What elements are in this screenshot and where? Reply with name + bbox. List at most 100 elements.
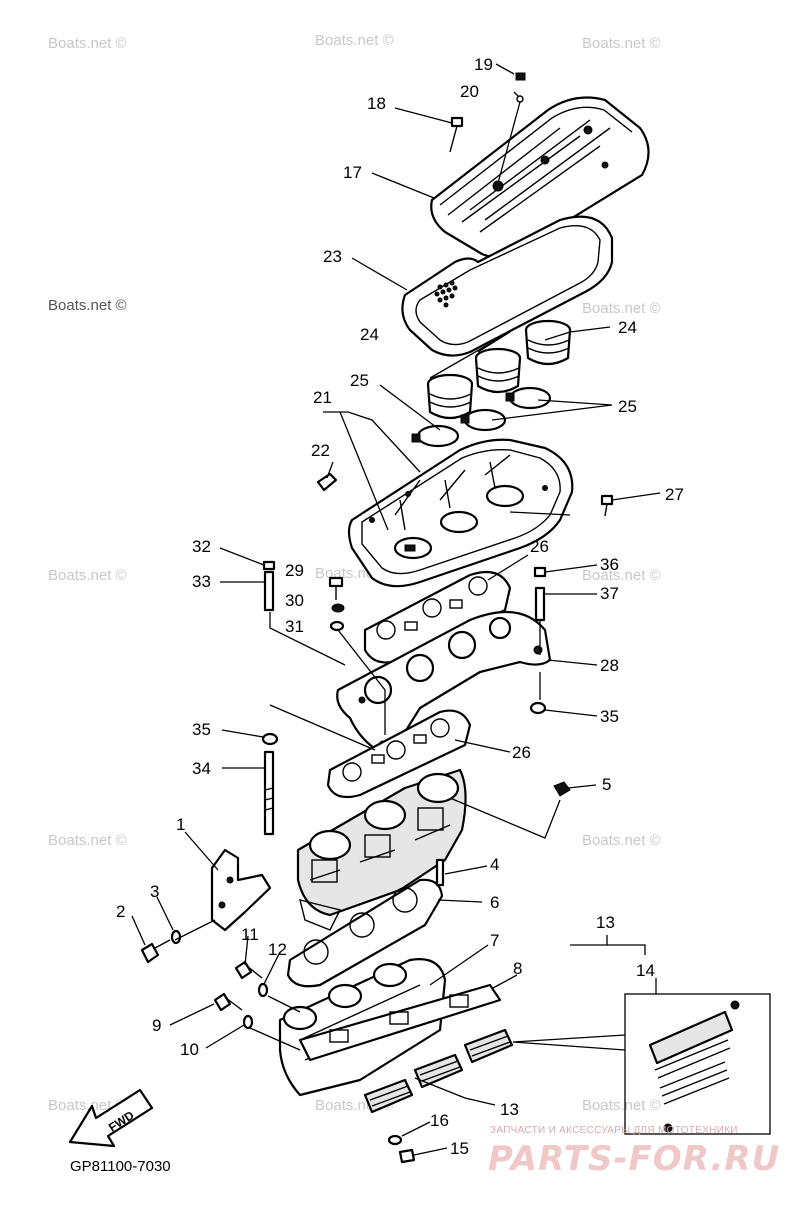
part-4-stud[interactable]	[435, 858, 445, 887]
part-10-washer[interactable]	[242, 1014, 254, 1030]
throttle-body-assembly[interactable]	[296, 768, 467, 931]
callout-34: 34	[192, 759, 211, 778]
callout-30: 30	[285, 591, 304, 610]
watermark: Boats.net ©	[582, 567, 661, 584]
part-33-stud[interactable]	[263, 570, 275, 612]
callout-28: 28	[600, 656, 619, 675]
callout-29: 29	[285, 561, 304, 580]
part-24-intake-rubber[interactable]	[524, 319, 572, 366]
part-18-bolt[interactable]	[449, 116, 464, 153]
callout-4: 4	[490, 855, 499, 874]
callout-21: 21	[313, 388, 332, 407]
callouts: 1 9 20 18 17 23 24 24 25 25 21 22 27 26 3…	[116, 55, 684, 1158]
part-34-pin[interactable]	[263, 750, 275, 836]
callout-6: 6	[490, 893, 499, 912]
callout-11: 11	[241, 925, 259, 944]
part-27-bolt[interactable]	[600, 494, 614, 517]
callout-24: 24	[360, 325, 379, 344]
part-6-gasket[interactable]	[286, 878, 444, 988]
callout-20: 20	[460, 82, 479, 101]
callout-26: 26	[512, 743, 531, 762]
watermark: Boats.net ©	[582, 832, 661, 849]
watermark: Boats.net ©	[582, 1097, 661, 1114]
part-17-cover[interactable]	[430, 96, 650, 259]
part-23-gasket[interactable]	[401, 215, 614, 357]
callout-8: 8	[513, 959, 522, 978]
callout-18: 18	[367, 94, 386, 113]
callout-32: 32	[192, 537, 211, 556]
callout-5: 5	[602, 775, 611, 794]
watermark: Boats.net ©	[582, 300, 661, 317]
part-22-fitting[interactable]	[316, 472, 338, 492]
callout-7: 7	[490, 931, 499, 950]
callout-16: 16	[430, 1111, 449, 1130]
callout-25: 25	[618, 397, 637, 416]
part-35-nut[interactable]	[261, 732, 279, 746]
brand-name: PARTS-FOR.RU	[488, 1139, 780, 1179]
part-15-bolt[interactable]	[398, 1148, 416, 1164]
part-5-nut[interactable]	[553, 781, 571, 797]
part-14-reed-detail-box[interactable]	[624, 993, 771, 1135]
watermark-dark: Boats.net ©	[48, 297, 127, 314]
callout-33: 33	[192, 572, 211, 591]
fwd-arrow-icon: FWD	[68, 1088, 154, 1148]
callout-27: 27	[665, 485, 684, 504]
callout-3: 3	[150, 882, 159, 901]
part-36-nut[interactable]	[533, 566, 547, 578]
part-24-intake-rubber[interactable]	[474, 347, 522, 394]
callout-1: 1	[176, 815, 185, 834]
watermark: Boats.net ©	[315, 32, 394, 49]
part-12-washer[interactable]	[257, 982, 269, 998]
part-35-nut[interactable]	[529, 701, 547, 715]
watermark: Boats.net ©	[48, 832, 127, 849]
leader-lines	[131, 63, 661, 1156]
part-1-bracket[interactable]	[210, 848, 272, 932]
part-20-washer[interactable]	[516, 95, 524, 103]
vent-holes	[434, 280, 458, 308]
part-29-bolt[interactable]	[328, 576, 344, 600]
brand-watermark: ЗАПЧАСТИ И АКСЕССУАРЫ ДЛЯ МОТОТЕХНИКИ PA…	[488, 1125, 780, 1179]
part-19-screw[interactable]	[515, 72, 526, 81]
callout-31: 31	[285, 617, 304, 636]
part-9-bolt[interactable]	[213, 992, 243, 1012]
part-25-clamp[interactable]	[505, 386, 552, 410]
part-28-plate[interactable]	[336, 610, 552, 754]
part-30-washer[interactable]	[331, 603, 345, 613]
part-26-gasket[interactable]	[326, 709, 472, 799]
part-26-gasket[interactable]	[363, 570, 512, 664]
part-37-stud[interactable]	[534, 586, 546, 622]
callout-12: 12	[268, 940, 287, 959]
part-2-bolt[interactable]	[140, 939, 171, 964]
watermark: Boats.net ©	[48, 35, 127, 52]
callout-35: 35	[192, 720, 211, 739]
part-25-clamp[interactable]	[460, 408, 507, 432]
callout-22: 22	[311, 441, 330, 460]
part-3-washer[interactable]	[170, 929, 182, 945]
part-31-washer[interactable]	[329, 620, 345, 632]
callout-25: 25	[350, 371, 369, 390]
part-16-washer[interactable]	[387, 1134, 403, 1146]
part-24-intake-rubber[interactable]	[426, 373, 474, 420]
callout-9: 9	[152, 1016, 161, 1035]
diagram-code: GP81100-7030	[70, 1158, 171, 1175]
part-8-gasket[interactable]	[298, 983, 502, 1062]
brand-tagline: ЗАПЧАСТИ И АКСЕССУАРЫ ДЛЯ МОТОТЕХНИКИ	[490, 1125, 738, 1136]
callout-37: 37	[600, 584, 619, 603]
part-11-bolt[interactable]	[234, 960, 263, 980]
callout-15: 15	[450, 1139, 469, 1158]
callout-26: 26	[530, 537, 549, 556]
part-25-clamp[interactable]	[411, 424, 460, 448]
assembly-lines	[174, 612, 561, 1051]
callout-13: 13	[596, 913, 615, 932]
callout-13: 13	[500, 1100, 519, 1119]
callout-23: 23	[323, 247, 342, 266]
part-13-reed-valve[interactable]	[463, 1028, 514, 1064]
part-32-nut[interactable]	[262, 560, 276, 571]
callout-36: 36	[600, 555, 619, 574]
callout-17: 17	[343, 163, 362, 182]
part-13-reed-valve[interactable]	[413, 1053, 464, 1089]
callout-24: 24	[618, 318, 637, 337]
part-21-silencer-case[interactable]	[347, 438, 574, 588]
part-13-reed-valve[interactable]	[363, 1078, 414, 1114]
